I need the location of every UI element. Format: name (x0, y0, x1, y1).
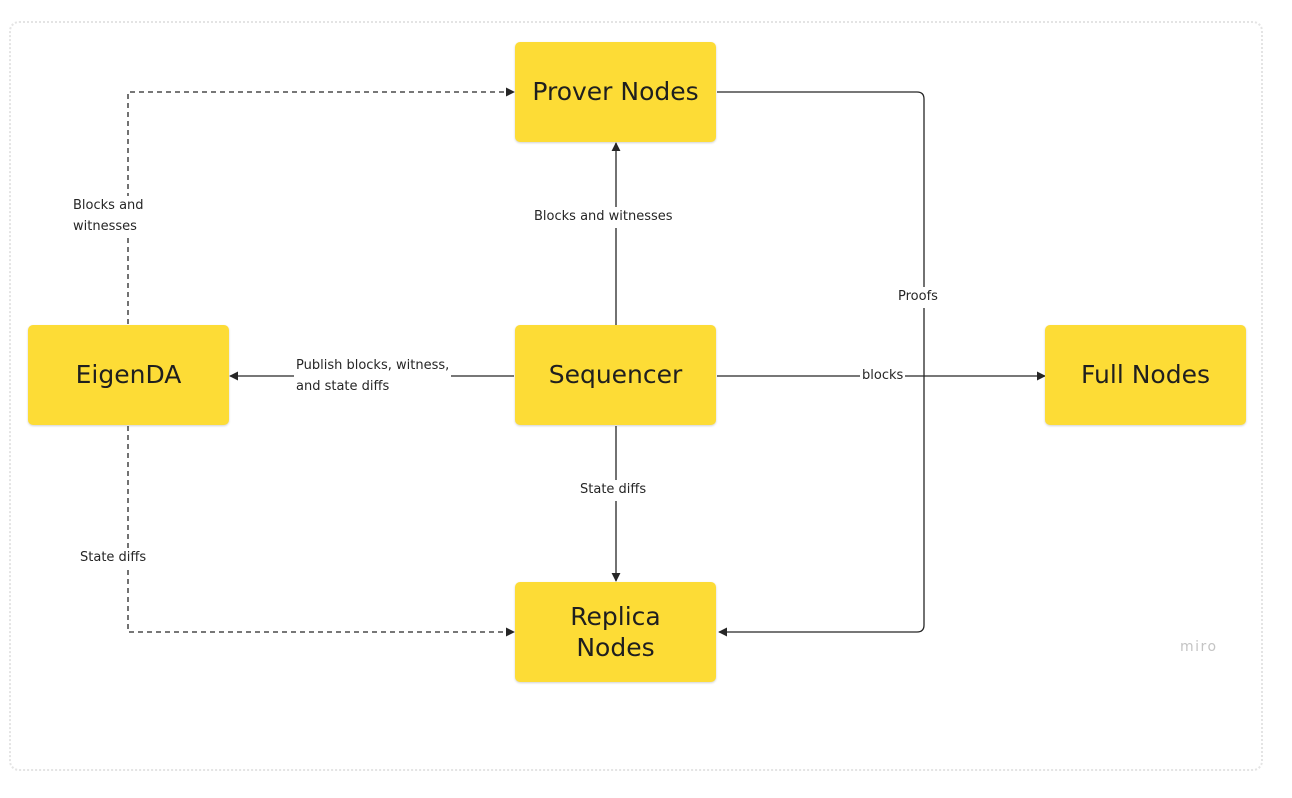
edge-eigenda-to-replica (127, 426, 515, 637)
edge-label-sequencer-to-eigenda: Publish blocks, witness, and state diffs (294, 356, 452, 398)
edge-label-sequencer-to-prover: Blocks and witnesses (534, 207, 673, 228)
edge-prover-to-replica (717, 91, 925, 637)
replica-nodes-label-line1: Replica (570, 601, 661, 631)
prover-nodes-node[interactable]: Prover Nodes (515, 42, 716, 142)
full-nodes-node[interactable]: Full Nodes (1045, 325, 1246, 425)
edge-label-sequencer-to-replica: State diffs (580, 480, 647, 501)
edge-label-eigenda-to-prover-line1: Blocks and (73, 198, 144, 213)
edge-label-sequencer-to-eigenda-line2: and state diffs (296, 378, 390, 394)
sequencer-label: Sequencer (548, 360, 683, 390)
prover-nodes-label: Prover Nodes (532, 77, 699, 107)
eigenda-label: EigenDA (75, 360, 182, 390)
edge-eigenda-to-prover (127, 87, 515, 324)
replica-nodes-node[interactable]: Replica Nodes (515, 582, 716, 682)
edge-label-eigenda-to-replica: State diffs (80, 548, 147, 569)
board-frame (9, 21, 1263, 771)
edge-label-sequencer-to-full: blocks (860, 366, 906, 387)
edge-label-eigenda-to-prover: Blocks and witnesses (73, 196, 144, 238)
eigenda-node[interactable]: EigenDA (28, 325, 229, 425)
miro-watermark: miro (1180, 639, 1218, 655)
full-nodes-label: Full Nodes (1081, 360, 1210, 390)
edge-label-eigenda-to-prover-line2: witnesses (73, 218, 137, 234)
edge-label-prover-to-replica: Proofs (898, 287, 938, 308)
sequencer-node[interactable]: Sequencer (515, 325, 716, 425)
replica-nodes-label-line2: Nodes (576, 633, 655, 662)
replica-nodes-label: Replica Nodes (570, 601, 660, 664)
edge-label-sequencer-to-eigenda-line1: Publish blocks, witness, (296, 358, 450, 373)
